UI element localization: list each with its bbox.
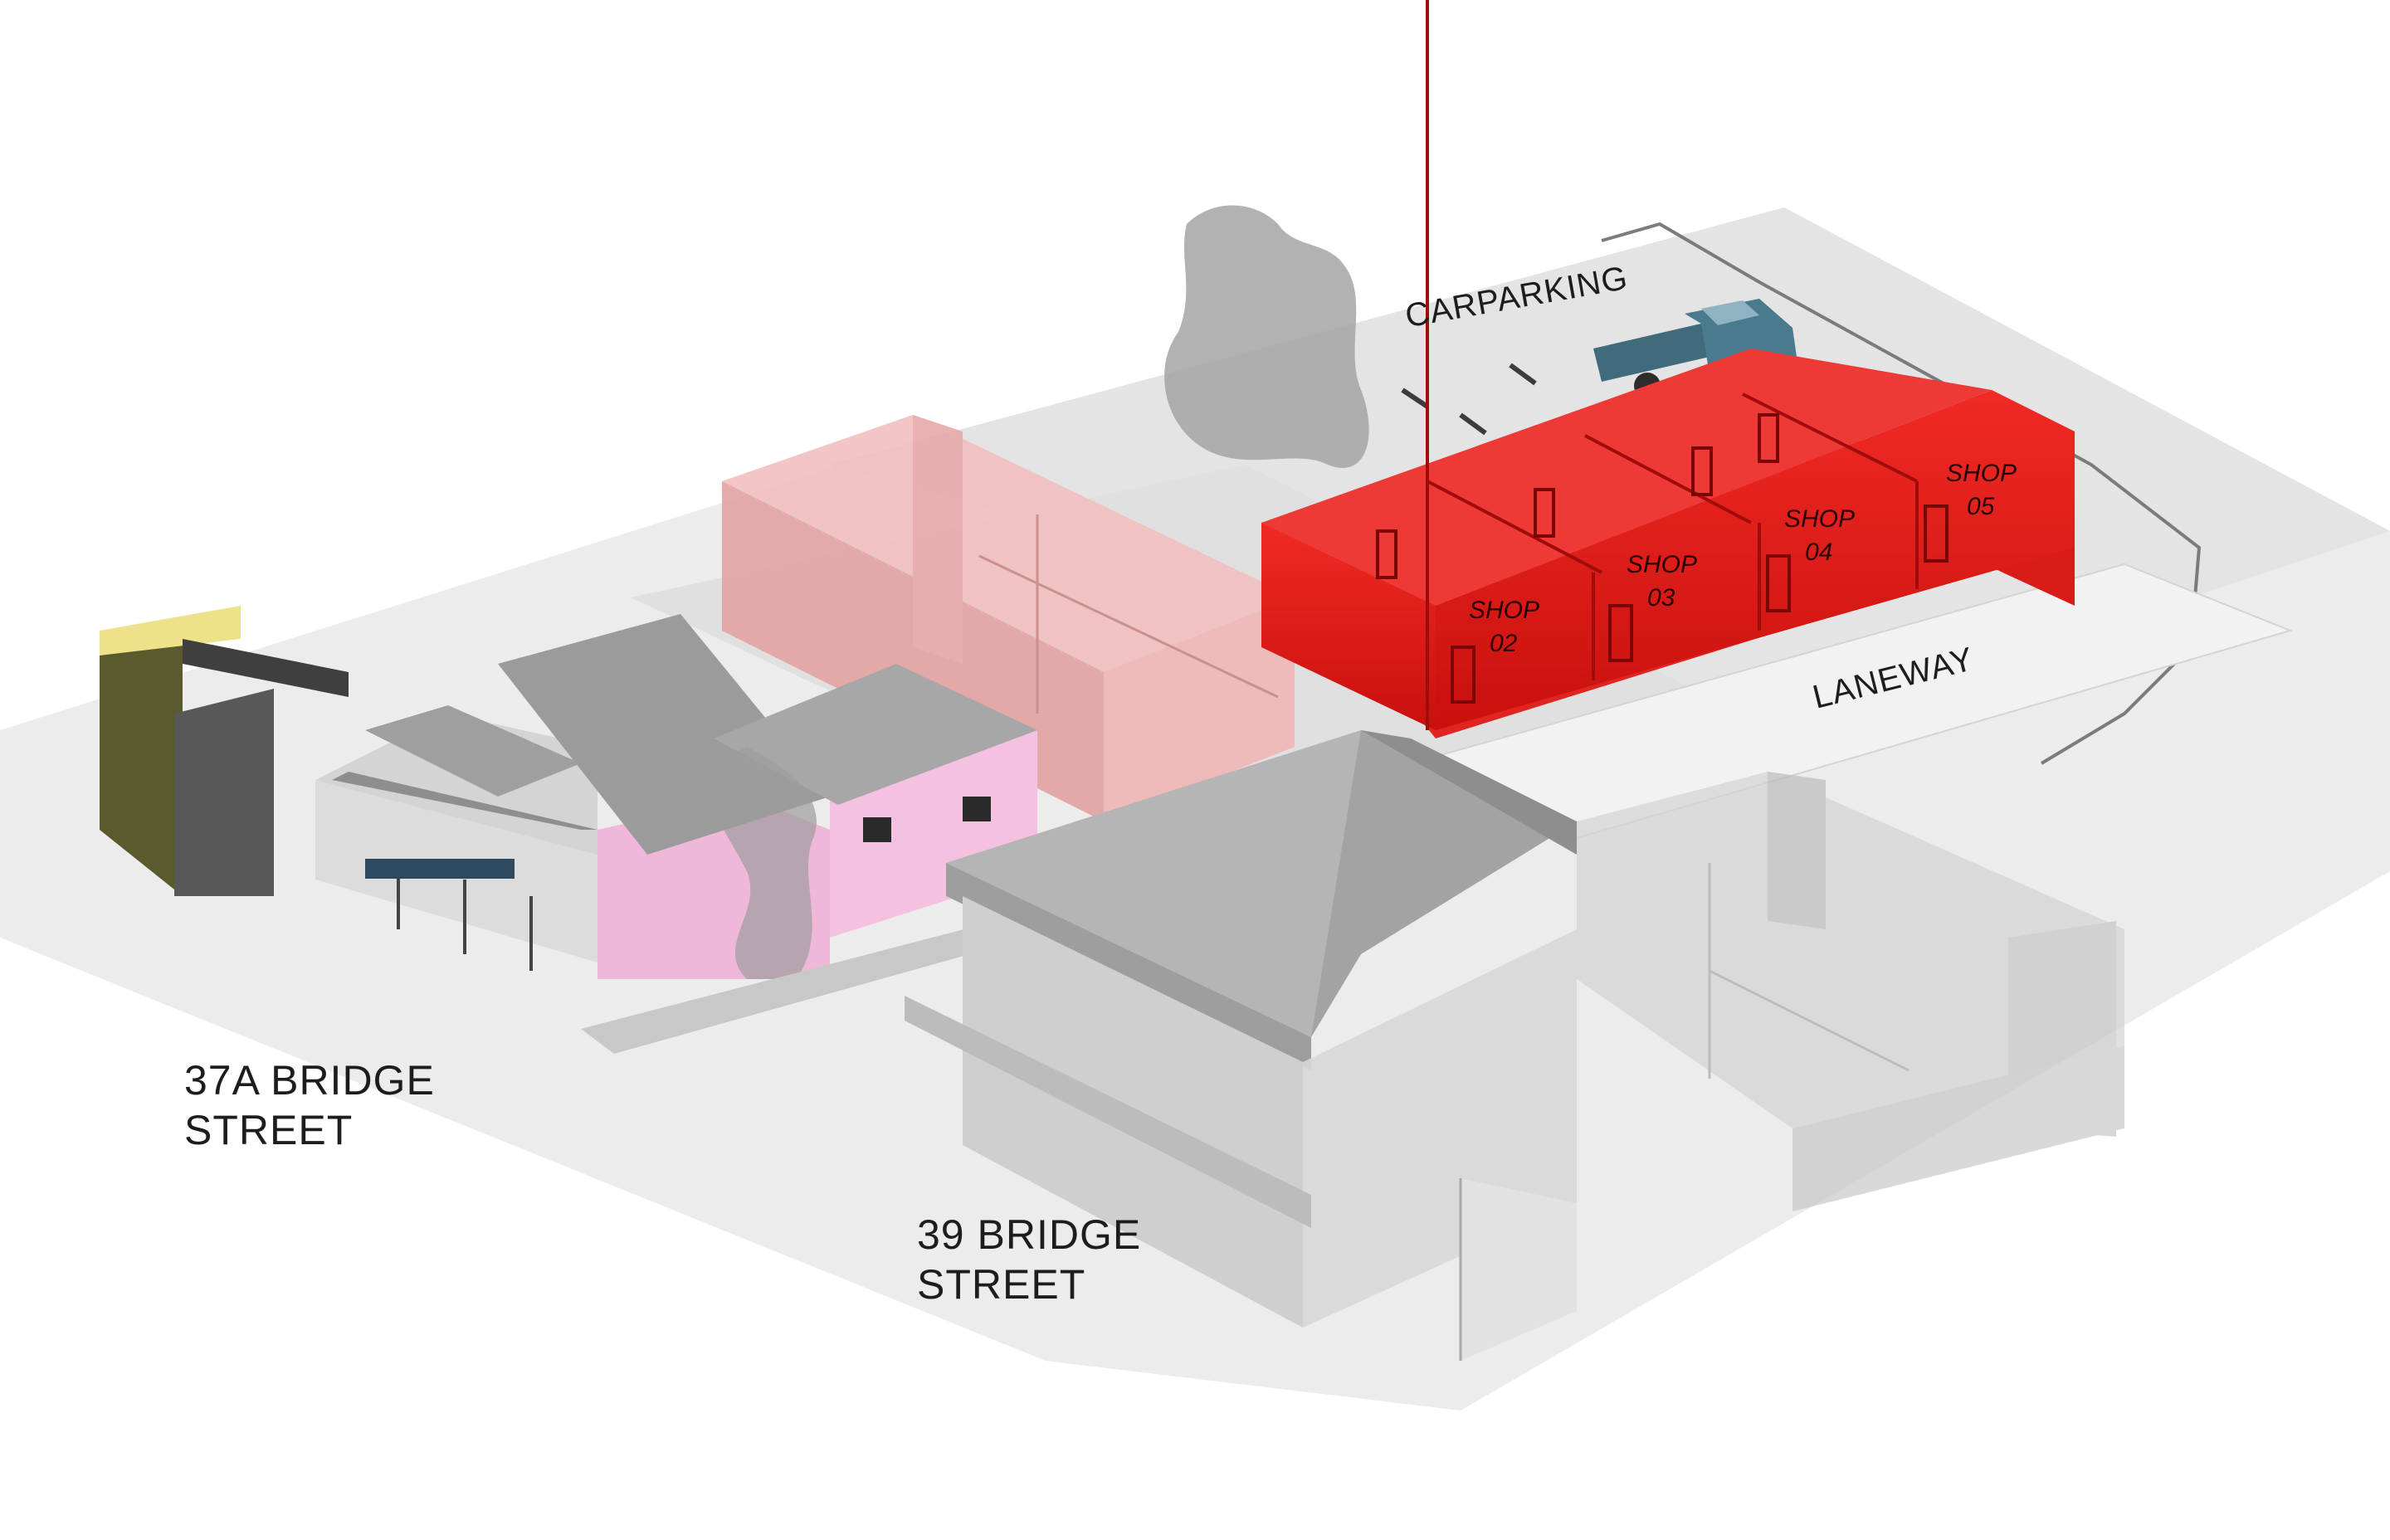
shop-04-label: SHOP xyxy=(1784,505,1855,533)
shop-labels: SHOP 02 SHOP 03 SHOP 04 SHOP 05 xyxy=(1469,460,2017,657)
tree-shape xyxy=(1164,205,1369,468)
street-kerb xyxy=(581,921,1029,1054)
shop-04-number: 04 xyxy=(1805,539,1832,566)
shop-02-number: 02 xyxy=(1490,630,1518,657)
address-39-line1: 39 BRIDGE xyxy=(917,1211,1142,1258)
pink-cottage xyxy=(498,614,1037,979)
address-39-line2: STREET xyxy=(917,1261,1086,1308)
address-39-label: 39 BRIDGE STREET xyxy=(917,1210,1141,1309)
address-37a-label: 37A BRIDGE STREET xyxy=(184,1055,435,1155)
hedge-block xyxy=(100,606,349,896)
shop-03-label: SHOP xyxy=(1627,551,1697,578)
shop-05-label: SHOP xyxy=(1946,460,2017,487)
annex-building xyxy=(1577,772,2124,1211)
parking-lines xyxy=(1401,363,1537,436)
address-37a-line1: 37A BRIDGE xyxy=(184,1057,435,1104)
pink-building xyxy=(722,415,1295,821)
shop-03-number: 03 xyxy=(1647,584,1675,612)
shop-block: SHOP 02 SHOP 03 SHOP 04 SHOP 05 xyxy=(1261,0,2075,738)
cottage-building xyxy=(315,705,598,971)
shop-05-number: 05 xyxy=(1967,493,1995,520)
building-39 xyxy=(905,730,1577,1361)
shop-02-label: SHOP xyxy=(1469,597,1539,624)
address-37a-line2: STREET xyxy=(184,1107,354,1153)
